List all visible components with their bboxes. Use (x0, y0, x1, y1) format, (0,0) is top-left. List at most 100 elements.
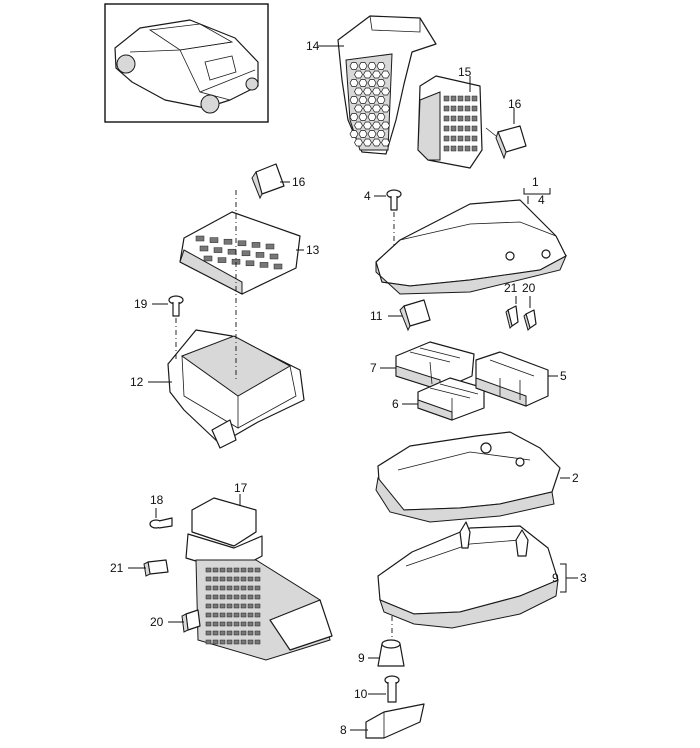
callout-20-right: 20 (522, 281, 536, 295)
part-16-relay-top (485, 125, 527, 160)
hex-cell (354, 138, 363, 147)
hex-cell (358, 96, 368, 104)
slot-cell (457, 125, 464, 132)
slot-cell (247, 585, 254, 591)
slot-cell (247, 621, 254, 627)
slot-cell (254, 621, 261, 627)
callout-21-right: 21 (504, 281, 518, 295)
hex-cell (381, 104, 390, 113)
hex-cell (367, 79, 377, 87)
slot-cell (240, 576, 247, 582)
slot-cell (212, 603, 219, 609)
slot-cell (233, 639, 240, 645)
slot-cell (226, 567, 233, 573)
hex-cell (372, 70, 381, 79)
part-14-bracket (337, 15, 437, 155)
connector-cavities (205, 567, 261, 645)
slot-cell (233, 594, 240, 600)
slot-cell (273, 263, 283, 270)
hex-cell (376, 62, 386, 70)
slot-cell (226, 621, 233, 627)
slot-cell (212, 594, 219, 600)
part-4-screw (386, 189, 402, 211)
hex-cell (372, 138, 381, 147)
slot-cell (233, 585, 240, 591)
slot-cell (254, 612, 261, 618)
slot-cell (226, 630, 233, 636)
callout-13: 13 (306, 243, 320, 257)
hex-cell (349, 96, 359, 104)
fuse-21-right (505, 305, 519, 329)
slot-cell (247, 603, 254, 609)
fuse-21-left (143, 559, 169, 577)
part-10-bolt (384, 675, 400, 703)
hex-cell (376, 96, 386, 104)
slot-cell (254, 630, 261, 636)
hex-cell (358, 113, 368, 121)
slot-cell (219, 639, 226, 645)
slot-cell (205, 576, 212, 582)
slot-cell (212, 585, 219, 591)
slot-cell (247, 567, 254, 573)
slot-cell (226, 603, 233, 609)
callout-17: 17 (234, 481, 248, 495)
part-2-lower-housing (375, 431, 561, 523)
hex-cell (354, 121, 363, 130)
slot-cell (457, 105, 464, 112)
hex-cell (376, 113, 386, 121)
hex-cell (372, 87, 381, 96)
slot-cell (240, 612, 247, 618)
slot-cell (223, 238, 233, 245)
slot-cell (471, 145, 478, 152)
hex-cell (372, 121, 381, 130)
part-13-fuse-box (179, 211, 301, 295)
slot-cell (219, 567, 226, 573)
hex-cell (367, 62, 377, 70)
slot-cell (450, 145, 457, 152)
part-15-relay-block (417, 75, 483, 169)
slot-cell (219, 621, 226, 627)
hex-cell (381, 87, 390, 96)
slot-cell (233, 567, 240, 573)
slot-cell (219, 576, 226, 582)
slot-cell (254, 603, 261, 609)
hex-cell (381, 70, 390, 79)
relay-slots (443, 95, 478, 152)
part-9-grommet (377, 639, 405, 667)
hex-cell (363, 70, 372, 79)
hex-cell (358, 130, 368, 138)
callout-8: 8 (340, 723, 347, 737)
slot-cell (240, 603, 247, 609)
slot-cell (240, 594, 247, 600)
hex-cell (363, 104, 372, 113)
slot-cell (259, 262, 269, 268)
slot-cell (219, 612, 226, 618)
slot-cell (205, 639, 212, 645)
leader-lines (128, 45, 578, 731)
hex-cell (376, 130, 386, 138)
slot-cell (443, 115, 450, 122)
slot-cell (219, 603, 226, 609)
hex-cell (367, 130, 377, 138)
slot-cell (450, 125, 457, 132)
slot-cell (450, 115, 457, 122)
hex-cell (381, 138, 390, 147)
hex-cell (349, 113, 359, 121)
slot-cell (247, 576, 254, 582)
slot-cell (212, 567, 219, 573)
slot-cell (233, 576, 240, 582)
slot-cell (471, 95, 478, 102)
slot-cell (247, 612, 254, 618)
hex-cell (354, 70, 363, 79)
slot-cell (205, 621, 212, 627)
hex-cell (349, 79, 359, 87)
part-16-relay-left (251, 163, 285, 200)
callout-18: 18 (150, 493, 164, 507)
slot-cell (443, 135, 450, 142)
part-6-relay-holder (417, 377, 485, 421)
callout-9: 9 (358, 651, 365, 665)
callout-11: 11 (370, 309, 383, 323)
slot-cell (471, 105, 478, 112)
slot-cell (205, 612, 212, 618)
